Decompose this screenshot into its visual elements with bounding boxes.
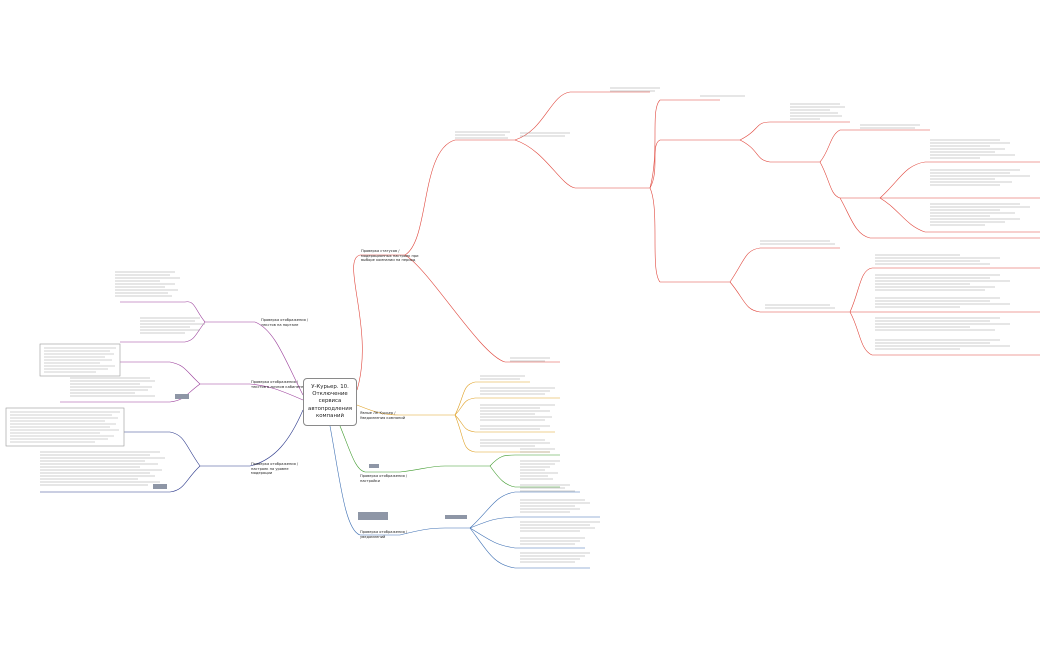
branch-green [339,425,560,488]
branch-red [353,91,1040,391]
tag-marker [358,512,388,520]
tag-marker [175,394,189,399]
topic-navy-label: Проверка отображения / настроек на уровн… [251,462,299,476]
note-box-lines [10,347,120,443]
topic-blue-label: Проверка отображения / уведомлений [360,530,408,539]
topic-purple-2[interactable]: Проверка отображения / текстов в личном … [251,380,309,389]
topic-green[interactable]: Проверка отображения / настройки [360,474,418,483]
tag-marker [369,464,379,468]
branch-orange [356,381,560,453]
topic-blue[interactable]: Проверка отображения / уведомлений [360,530,418,539]
tag-marker [445,515,467,519]
topic-purple-1-label: Проверка отображения / текстов на портал… [261,318,309,327]
topic-green-label: Проверка отображения / настройки [360,474,408,483]
left-text-blocks [40,271,600,563]
central-topic-title: У-Курьер. 10. Отключение сервиса автопро… [308,383,352,419]
topic-purple-2-label: Проверка отображения / текстов в личном … [251,380,304,389]
topic-navy[interactable]: Проверка отображения / настроек на уровн… [251,462,309,476]
topic-red-label: Проверка статусов / модерационных настро… [361,249,419,263]
topic-purple-1[interactable]: Проверка отображения / текстов на портал… [261,318,319,327]
topic-red[interactable]: Проверка статусов / модерационных настро… [361,249,419,263]
topic-orange-label: Явные ЛК Курьер / Уведомления компаний [360,411,406,420]
central-topic[interactable]: У-Курьер. 10. Отключение сервиса автопро… [303,378,357,426]
branch-blue [329,425,600,569]
topic-orange[interactable]: Явные ЛК Курьер / Уведомления компаний [360,411,418,420]
tag-marker [153,484,167,489]
red-text-blocks [455,87,1030,362]
